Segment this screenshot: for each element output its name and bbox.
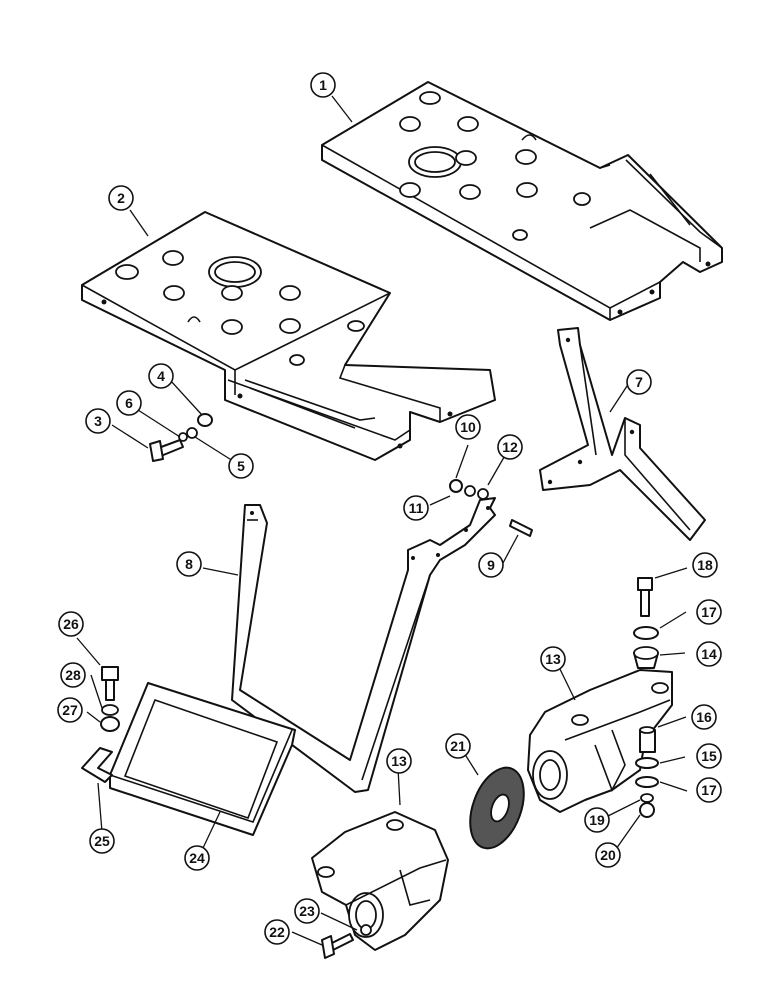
callout-16-label: 16 (696, 709, 712, 725)
callout-9-label: 9 (487, 557, 495, 573)
callouts: 1 2 3 4 5 6 7 8 9 10 11 12 13 13 14 15 1… (57, 72, 722, 945)
callout-4-label: 4 (157, 368, 165, 384)
callout-19-label: 19 (589, 812, 605, 828)
callout-13-lower: 13 (386, 748, 412, 774)
support-bracket-7 (539, 327, 706, 541)
callout-23: 23 (294, 898, 320, 924)
callout-3: 3 (85, 408, 111, 434)
callout-24: 24 (184, 845, 210, 871)
callout-22-label: 22 (269, 924, 285, 940)
platform-plate-1 (321, 81, 723, 321)
callout-7-label: 7 (635, 374, 643, 390)
callout-6-label: 6 (125, 395, 133, 411)
callout-13-upper: 13 (540, 646, 566, 672)
callout-13-upper-label: 13 (545, 651, 561, 667)
u-bracket-8 (231, 497, 496, 793)
callout-24-label: 24 (189, 850, 205, 866)
callout-5: 5 (228, 453, 254, 479)
callout-17-upper: 17 (696, 599, 722, 625)
callout-26: 26 (58, 611, 84, 637)
callout-8-label: 8 (185, 556, 193, 572)
callout-18: 18 (692, 552, 718, 578)
callout-27: 27 (57, 697, 83, 723)
callout-11-label: 11 (409, 500, 424, 516)
callout-2: 2 (108, 185, 134, 211)
callout-27-label: 27 (62, 702, 78, 718)
callout-2-label: 2 (117, 190, 125, 206)
callout-19: 19 (584, 807, 610, 833)
callout-15: 15 (696, 743, 722, 769)
callout-6: 6 (116, 390, 142, 416)
callout-17-lower: 17 (696, 777, 722, 803)
hinge-block-13-lower (311, 811, 449, 951)
callout-25-label: 25 (94, 833, 110, 849)
callout-20: 20 (595, 842, 621, 868)
callout-3-label: 3 (94, 413, 102, 429)
callout-10: 10 (455, 414, 481, 440)
fiber-washer-21 (469, 766, 525, 850)
callout-14-label: 14 (701, 646, 717, 662)
callout-17-lower-label: 17 (701, 782, 717, 798)
callout-1-label: 1 (319, 77, 327, 93)
callout-26-label: 26 (63, 616, 79, 632)
platform-plate-2 (81, 211, 496, 461)
callout-12-label: 12 (502, 439, 518, 455)
callout-4: 4 (148, 363, 174, 389)
hinge-block-13-upper (527, 669, 673, 813)
callout-16: 16 (691, 704, 717, 730)
callout-11: 11 (403, 495, 429, 521)
callout-22: 22 (264, 919, 290, 945)
callout-5-label: 5 (237, 458, 245, 474)
callout-18-label: 18 (697, 557, 713, 573)
callout-20-label: 20 (600, 847, 616, 863)
leader-lines (76, 95, 688, 946)
callout-28-label: 28 (65, 667, 81, 683)
callout-17-upper-label: 17 (701, 604, 717, 620)
callout-28: 28 (60, 662, 86, 688)
callout-12: 12 (497, 434, 523, 460)
callout-21-label: 21 (450, 738, 466, 754)
callout-7: 7 (626, 369, 652, 395)
callout-25: 25 (89, 828, 115, 854)
callout-21: 21 (445, 733, 471, 759)
frame-gasket-24 (109, 682, 296, 836)
callout-23-label: 23 (299, 903, 315, 919)
callout-8: 8 (176, 551, 202, 577)
hardware (81, 413, 659, 959)
callout-9: 9 (478, 552, 504, 578)
callout-13-lower-label: 13 (391, 753, 407, 769)
callout-15-label: 15 (701, 748, 717, 764)
callout-1: 1 (310, 72, 336, 98)
callout-10-label: 10 (460, 419, 476, 435)
callout-14: 14 (696, 641, 722, 667)
